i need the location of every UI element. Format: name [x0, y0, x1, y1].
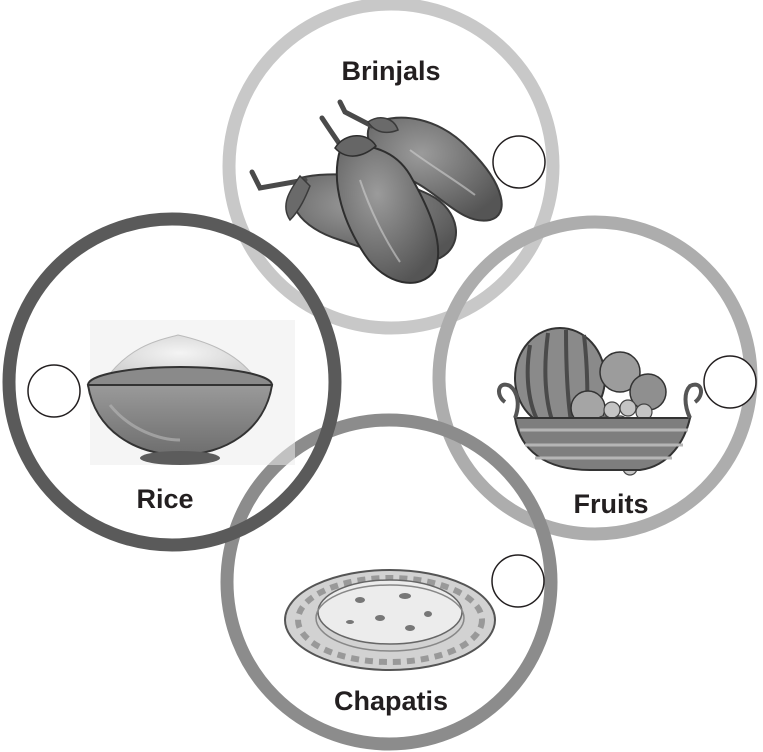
fruits-group: Fruits	[439, 222, 756, 534]
fruit-basket-icon	[499, 328, 701, 475]
chapatis-group: Chapatis	[227, 420, 551, 744]
brinjals-group: Brinjals	[229, 4, 553, 328]
fruits-tick-circle[interactable]	[704, 356, 756, 408]
chapatis-icon	[285, 570, 495, 670]
rice-label: Rice	[136, 484, 193, 514]
rice-tick-circle[interactable]	[28, 365, 80, 417]
brinjals-label: Brinjals	[341, 56, 440, 86]
rice-group: Rice	[9, 219, 335, 545]
fruits-label: Fruits	[573, 489, 648, 519]
rice-bowl-icon	[88, 320, 295, 465]
brinjals-tick-circle[interactable]	[493, 136, 545, 188]
chapatis-tick-circle[interactable]	[492, 555, 544, 607]
chapatis-label: Chapatis	[334, 686, 448, 716]
brinjals-icon	[252, 102, 502, 283]
